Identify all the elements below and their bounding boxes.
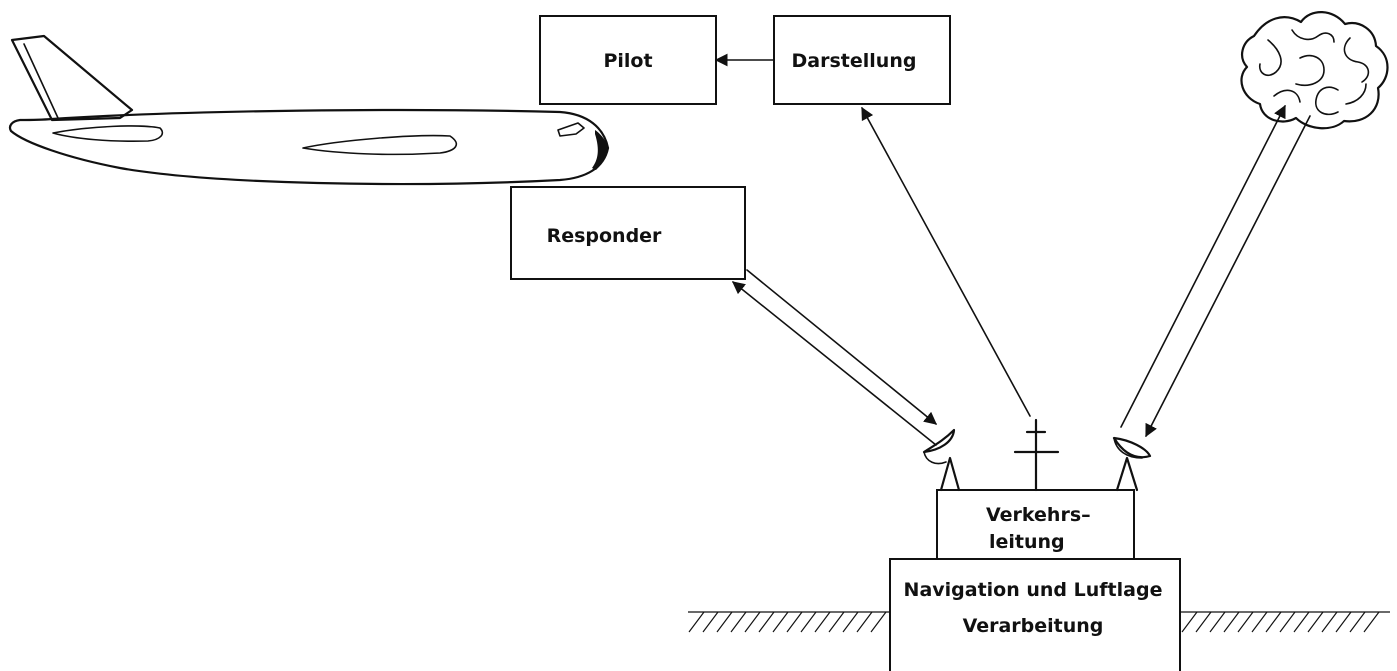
- right-radar-up-arrow: [1120, 104, 1286, 428]
- navigation-label-line1: Navigation und Luftlage: [904, 579, 1163, 601]
- navigation-label-line2: Verarbeitung: [963, 615, 1104, 637]
- mast-to-darstellung-arrow: [861, 106, 1031, 417]
- responder-label: Responder: [547, 225, 662, 247]
- ground-right: [1180, 611, 1390, 633]
- left-radar-antenna: [922, 428, 961, 492]
- cloud-icon: [1240, 11, 1389, 130]
- ground-left: [688, 611, 890, 633]
- darstellung-box: Darstellung: [773, 15, 951, 105]
- right-radar-down-arrow: [1145, 115, 1311, 438]
- verkehrsleitung-box: Verkehrs– leitung: [936, 489, 1135, 560]
- antenna-mast-icon: [1013, 418, 1060, 492]
- verkehrs-label-line2: leitung: [989, 531, 1065, 553]
- navigation-box: Navigation und Luftlage Verarbeitung: [889, 558, 1181, 671]
- right-radar-antenna: [1112, 436, 1152, 492]
- pilot-box: Pilot: [539, 15, 717, 105]
- pilot-label: Pilot: [603, 50, 652, 72]
- left-radar-transmit-arrow: [746, 269, 937, 425]
- left-radar-return-arrow: [732, 281, 937, 446]
- responder-box: Responder: [510, 186, 746, 280]
- aircraft-icon: [8, 34, 610, 186]
- darstellung-label: Darstellung: [792, 50, 917, 72]
- verkehrs-label-line1: Verkehrs–: [986, 504, 1091, 526]
